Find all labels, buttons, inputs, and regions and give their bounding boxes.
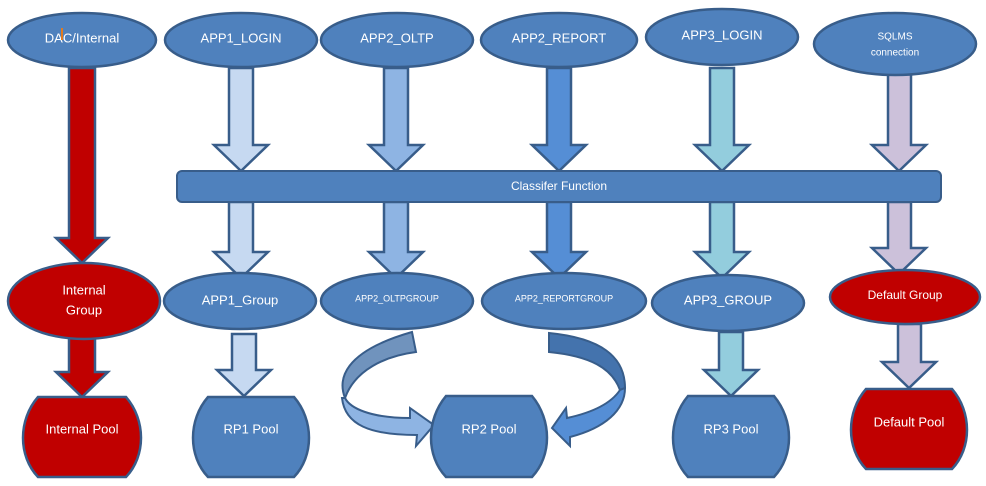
pool-rp2[interactable]: RP2 Pool (429, 394, 549, 479)
group-default[interactable]: Default Group (828, 268, 982, 326)
arrow-classifier-to-app2-reportgroup (528, 200, 590, 280)
source-dac-internal[interactable]: DAC/Internal (6, 11, 158, 69)
arrow-app3-login-to-classifier (691, 66, 753, 173)
source-label: APP1_LOGIN (201, 30, 282, 45)
arrow-classifier-to-app2-oltpgroup (365, 200, 427, 280)
source-label: APP2_REPORT (512, 30, 606, 45)
classifier-function-bar[interactable]: Classifer Function (176, 170, 942, 203)
group-label: APP2_OLTPGROUP (355, 293, 439, 303)
group-label: APP2_REPORTGROUP (515, 293, 613, 303)
arrow-classifier-to-default-group (868, 200, 930, 276)
source-label: DAC/Internal (45, 30, 120, 45)
arrow-classifier-to-app1-group (210, 200, 272, 280)
pool-label: RP1 Pool (224, 421, 279, 436)
group-label: APP3_GROUP (684, 292, 772, 307)
arrow-internal-group-to-pool (52, 336, 112, 399)
group-label-line2: Group (66, 302, 102, 317)
pool-label: RP3 Pool (704, 421, 759, 436)
group-app1[interactable]: APP1_Group (162, 271, 318, 331)
group-internal[interactable]: Internal Group (6, 261, 162, 341)
source-label-line1: SQLMS (877, 32, 912, 43)
pool-rp3[interactable]: RP3 Pool (671, 394, 791, 479)
source-app2-oltp[interactable]: APP2_OLTP (319, 11, 475, 69)
source-label: APP3_LOGIN (682, 27, 763, 42)
group-app2-oltpgroup[interactable]: APP2_OLTPGROUP (319, 271, 475, 331)
curved-arrow-app2-oltpgroup-to-rp2-pool (340, 330, 436, 450)
source-label-line2: connection (871, 48, 919, 59)
group-label: APP1_Group (202, 292, 279, 307)
arrow-internal-to-group (52, 66, 112, 265)
source-sqlms-connection[interactable]: SQLMS connection (812, 11, 978, 77)
arrow-app1-login-to-classifier (210, 66, 272, 173)
pool-rp1[interactable]: RP1 Pool (191, 395, 311, 479)
pool-label: Default Pool (874, 414, 945, 429)
text-cursor-icon (61, 28, 63, 40)
group-app3[interactable]: APP3_GROUP (650, 273, 806, 333)
arrow-default-group-to-default-pool (878, 322, 940, 390)
source-app1-login[interactable]: APP1_LOGIN (163, 11, 319, 69)
arrow-classifier-to-app3-group (691, 200, 753, 280)
arrow-app2-oltp-to-classifier (365, 66, 427, 173)
source-app3-login[interactable]: APP3_LOGIN (644, 7, 800, 67)
group-label-line1: Internal (62, 282, 105, 297)
source-label: APP2_OLTP (360, 30, 433, 45)
group-label: Default Group (868, 288, 943, 302)
source-app2-report[interactable]: APP2_REPORT (479, 11, 639, 69)
pool-label: RP2 Pool (462, 421, 517, 436)
classifier-label: Classifer Function (511, 179, 607, 193)
pool-default[interactable]: Default Pool (849, 387, 969, 471)
arrow-app1-group-to-rp1-pool (213, 332, 275, 398)
pool-internal[interactable]: Internal Pool (21, 395, 143, 479)
arrow-sqlms-to-classifier (868, 72, 930, 173)
pool-label: Internal Pool (46, 421, 119, 436)
arrow-app2-report-to-classifier (528, 66, 590, 173)
group-app2-reportgroup[interactable]: APP2_REPORTGROUP (480, 271, 648, 331)
curved-arrow-app2-reportgroup-to-rp2-pool (548, 331, 627, 449)
arrow-app3-group-to-rp3-pool (700, 330, 762, 398)
